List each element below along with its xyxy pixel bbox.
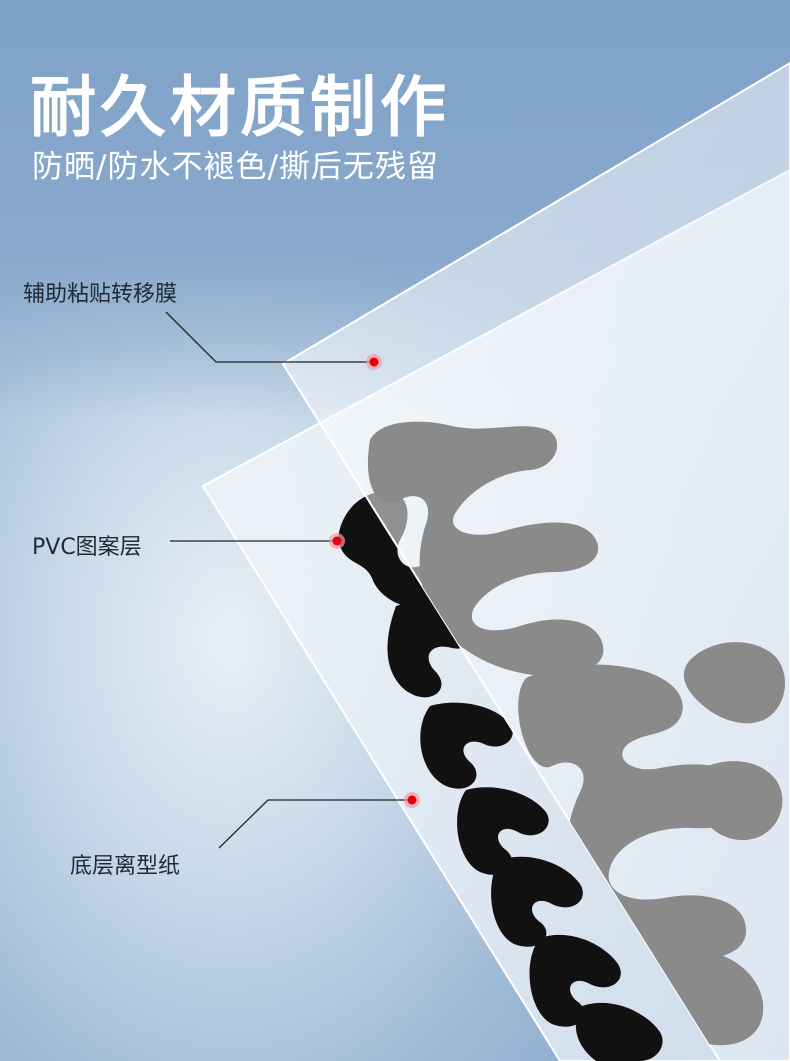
page-subtitle: 防晒/防水不褪色/撕后无残留 xyxy=(32,149,439,185)
page-title: 耐久材质制作 xyxy=(30,69,450,146)
label-transfer-film: 辅助粘贴转移膜 xyxy=(23,282,178,307)
callout-line-release-paper xyxy=(218,799,412,849)
marker-dot-release-paper-core xyxy=(407,795,417,805)
label-release-paper: 底层离型纸 xyxy=(70,854,181,879)
marker-dot-pvc-core xyxy=(332,536,342,546)
marker-dot-transfer-film-core xyxy=(369,357,379,367)
callout-line-transfer-film xyxy=(165,311,374,363)
label-pvc-pattern-layer: PVC图案层 xyxy=(32,535,142,560)
